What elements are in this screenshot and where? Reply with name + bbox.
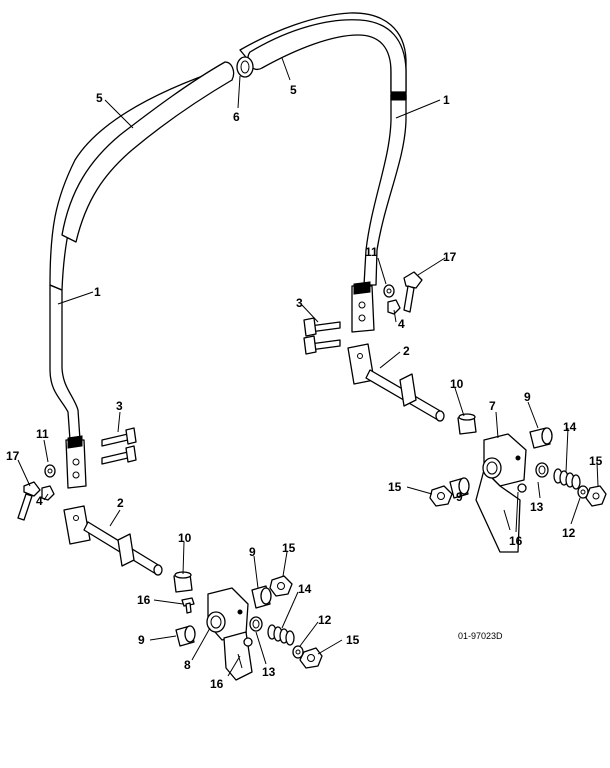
spacer-9-c <box>251 585 272 609</box>
callout-6: 6 <box>233 110 240 124</box>
screw-16-left <box>181 597 195 614</box>
figure-id: 01-97023D <box>458 631 503 641</box>
spring-14-left <box>267 624 295 646</box>
knob-right-17 <box>403 271 423 313</box>
callout-9-a: 9 <box>524 390 531 404</box>
callout-4-left: 4 <box>36 494 43 508</box>
callout-15-right: 15 <box>589 454 603 468</box>
callout-2-right: 2 <box>403 344 410 358</box>
callout-9-c: 9 <box>249 545 256 559</box>
nut-15-left-top <box>269 575 293 597</box>
pivot-pin-left <box>63 505 163 576</box>
bolt-right-pair <box>303 317 341 355</box>
nut-right-4 <box>387 299 401 315</box>
callout-14-right: 14 <box>563 420 577 434</box>
callout-15-right-front: 15 <box>388 480 402 494</box>
callout-15-left: 15 <box>346 633 360 647</box>
nut-15-right-front <box>429 485 453 507</box>
knob-left-17 <box>17 481 41 521</box>
bolt-left-pair <box>101 427 137 465</box>
callout-17-left: 17 <box>6 449 20 463</box>
tube-mount-plate-left <box>65 435 87 489</box>
nut-15-left <box>299 647 323 669</box>
washer-12-left <box>292 645 304 659</box>
callout-11-right: 11 <box>365 245 378 259</box>
callout-1-right: 1 <box>443 93 450 107</box>
callout-5-right: 5 <box>290 83 297 97</box>
latch-bracket-right <box>475 433 527 553</box>
callout-14-left: 14 <box>298 582 312 596</box>
leader-lines <box>17 57 599 677</box>
callout-1-left: 1 <box>94 285 101 299</box>
callout-3-right: 3 <box>296 296 303 310</box>
callout-11-left: 11 <box>36 427 49 441</box>
bushing-13-left <box>249 616 263 632</box>
callout-8: 8 <box>184 658 191 672</box>
callout-13-right: 13 <box>530 500 544 514</box>
callout-5-left: 5 <box>96 91 103 105</box>
callout-9-d: 9 <box>138 633 145 647</box>
nut-left-4 <box>41 485 55 501</box>
spacer-9-d <box>175 625 196 647</box>
tube-mount-plate-right <box>351 281 375 333</box>
callout-10-right: 10 <box>450 377 464 391</box>
nut-15-right <box>585 485 607 507</box>
callout-16-left-top: 16 <box>137 593 151 607</box>
callout-10-left: 10 <box>178 531 192 545</box>
pivot-pin-right <box>347 343 445 422</box>
callout-9-b: 9 <box>456 490 463 504</box>
spring-14-right <box>553 468 581 490</box>
washer-left-11 <box>44 464 56 478</box>
roll-bar-foam-grip-left <box>61 61 235 243</box>
callout-4-right: 4 <box>398 317 405 331</box>
roll-bar-foam-grip-right <box>247 19 407 93</box>
callout-2-left: 2 <box>117 496 124 510</box>
bushing-13-right <box>535 462 549 478</box>
latch-bracket-left <box>206 587 253 681</box>
callout-16-left: 16 <box>210 677 224 691</box>
callout-15-left-top: 15 <box>282 541 296 555</box>
callout-17-right: 17 <box>443 250 457 264</box>
callout-13-left: 13 <box>262 665 276 679</box>
callout-3-left: 3 <box>116 399 123 413</box>
callout-7: 7 <box>489 399 496 413</box>
spacer-9-b <box>449 477 470 499</box>
washer-right-11 <box>383 284 395 298</box>
spacer-9-a <box>529 427 553 449</box>
callout-12-right: 12 <box>562 526 576 540</box>
bushing-right-10 <box>457 413 477 435</box>
tube-plug <box>236 56 254 78</box>
callout-16-right: 16 <box>509 534 523 548</box>
callout-12-left: 12 <box>318 613 332 627</box>
bushing-left-10 <box>173 571 193 593</box>
